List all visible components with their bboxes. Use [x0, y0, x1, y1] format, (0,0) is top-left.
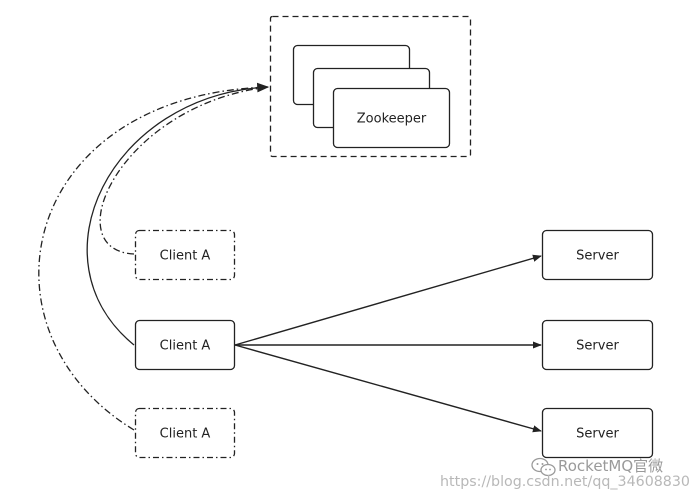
- arrow-client-bottom-to-zookeeper: [38, 86, 269, 431]
- arrow-client-middle-to-zookeeper: [86, 82, 270, 346]
- watermark-url: https://blog.csdn.net/qq_34608830: [440, 474, 690, 490]
- zookeeper-node-front: [332, 87, 451, 149]
- zookeeper-cluster-container: [269, 15, 472, 158]
- client-label-middle: Client A: [160, 339, 211, 354]
- arrow-client-to-server-bottom: [234, 344, 542, 433]
- client-label-bottom: Client A: [160, 427, 211, 442]
- client-box-middle: [134, 319, 236, 371]
- server-box-bottom: [541, 407, 654, 459]
- wechat-icon: [531, 457, 556, 477]
- watermark-brand: RocketMQ官微: [558, 457, 663, 475]
- server-label-top: Server: [576, 249, 619, 264]
- client-label-top: Client A: [160, 249, 211, 264]
- server-box-middle: [541, 319, 654, 371]
- zookeeper-label: Zookeeper: [357, 112, 427, 127]
- arrow-client-to-server-top: [234, 254, 542, 346]
- arrow-client-top-to-zookeeper: [99, 86, 269, 255]
- server-box-top: [541, 229, 654, 281]
- server-label-middle: Server: [576, 339, 619, 354]
- watermark: RocketMQ官微 https://blog.csdn.net/qq_3460…: [440, 457, 690, 490]
- client-box-bottom: [134, 407, 236, 459]
- client-box-top: [134, 229, 236, 281]
- server-label-bottom: Server: [576, 427, 619, 442]
